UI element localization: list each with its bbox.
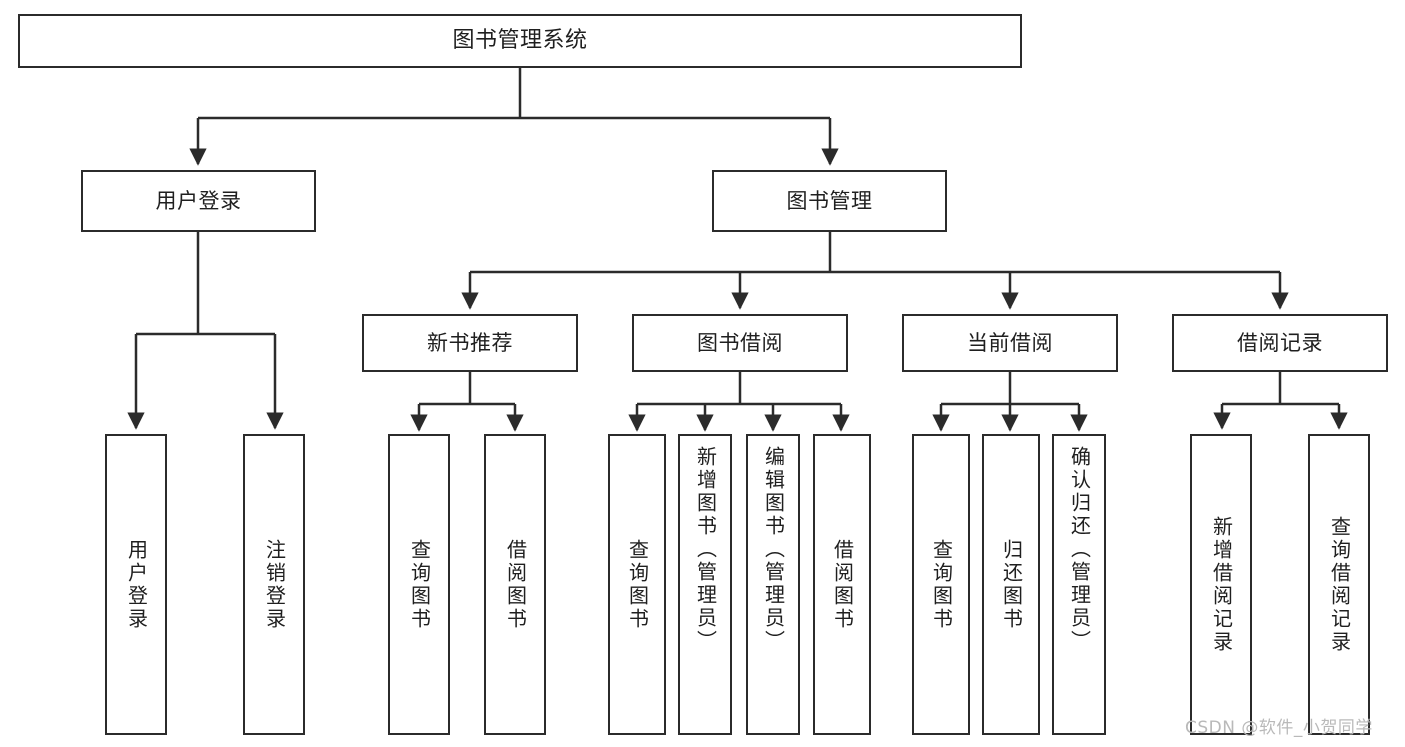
leaf-user-login[interactable]: 用户登录 (105, 434, 167, 735)
node-label: 查询借阅记录 (1327, 515, 1352, 654)
leaf-query-book-borrow[interactable]: 查询图书 (608, 434, 666, 735)
leaf-borrow-book-recommend[interactable]: 借阅图书 (484, 434, 546, 735)
node-label: 归还图书 (999, 538, 1024, 631)
node-label: 注销登录 (262, 538, 287, 631)
node-label: 用户登录 (155, 188, 242, 213)
node-book-borrow[interactable]: 图书借阅 (632, 314, 848, 372)
node-label: 新增借阅记录 (1209, 515, 1234, 654)
leaf-borrow-book-borrow[interactable]: 借阅图书 (813, 434, 871, 735)
leaf-query-borrow-record[interactable]: 查询借阅记录 (1308, 434, 1370, 735)
leaf-query-book-current[interactable]: 查询图书 (912, 434, 970, 735)
node-label: 借阅记录 (1237, 330, 1323, 355)
node-label: 图书借阅 (697, 330, 783, 355)
node-label: 编辑图书（管理员） (761, 446, 786, 653)
node-label: 图书管理 (786, 188, 873, 213)
node-current-borrow[interactable]: 当前借阅 (902, 314, 1118, 372)
node-label: 查询图书 (929, 538, 954, 631)
leaf-query-book-recommend[interactable]: 查询图书 (388, 434, 450, 735)
node-label: 当前借阅 (967, 330, 1053, 355)
node-label: 借阅图书 (830, 538, 855, 631)
leaf-edit-book-admin[interactable]: 编辑图书（管理员） (746, 434, 800, 735)
node-user-login[interactable]: 用户登录 (81, 170, 316, 232)
node-label: 查询图书 (407, 538, 432, 631)
node-label: 借阅图书 (503, 538, 528, 631)
node-new-book-recommend[interactable]: 新书推荐 (362, 314, 578, 372)
node-borrow-record[interactable]: 借阅记录 (1172, 314, 1388, 372)
node-label: 图书管理系统 (452, 27, 588, 53)
leaf-logout-login[interactable]: 注销登录 (243, 434, 305, 735)
node-label: 用户登录 (124, 538, 149, 631)
csdn-watermark: CSDN @软件_小贺同学 (1185, 718, 1373, 738)
leaf-confirm-return-admin[interactable]: 确认归还（管理员） (1052, 434, 1106, 735)
node-label: 新书推荐 (427, 330, 513, 355)
node-label: 查询图书 (625, 538, 650, 631)
node-label: 确认归还（管理员） (1067, 446, 1092, 653)
leaf-add-book-admin[interactable]: 新增图书（管理员） (678, 434, 732, 735)
leaf-return-book[interactable]: 归还图书 (982, 434, 1040, 735)
node-book-manage[interactable]: 图书管理 (712, 170, 947, 232)
node-label: 新增图书（管理员） (693, 446, 718, 653)
node-root-system[interactable]: 图书管理系统 (18, 14, 1022, 68)
leaf-add-borrow-record[interactable]: 新增借阅记录 (1190, 434, 1252, 735)
